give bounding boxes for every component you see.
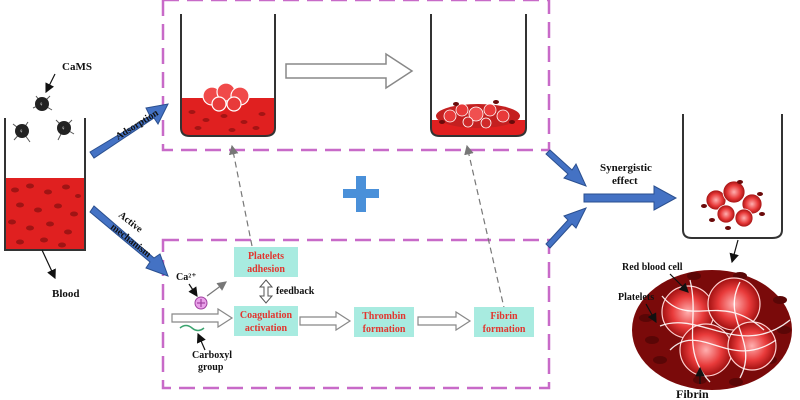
carboxyl-label-2: group bbox=[198, 362, 224, 373]
box-thrombin-formation: Thrombin formation bbox=[354, 307, 414, 337]
box-coagulation-activation: Coagulation activation bbox=[234, 306, 298, 336]
beaker-result bbox=[682, 114, 783, 239]
svg-text:♀: ♀ bbox=[19, 129, 24, 135]
cams-pointer bbox=[45, 73, 56, 94]
red-blood-cell-label: Red blood cell bbox=[622, 262, 683, 273]
platelets-label: Platelets bbox=[618, 292, 654, 303]
svg-text:♀: ♀ bbox=[61, 126, 66, 132]
svg-text:♀: ♀ bbox=[39, 102, 44, 108]
beaker-adsorption bbox=[180, 14, 276, 137]
merge-arrow-top bbox=[545, 149, 587, 187]
ca-pointer bbox=[188, 283, 198, 297]
svg-text:Thrombin: Thrombin bbox=[362, 311, 406, 322]
box-platelets-adhesion: Platelets adhesion bbox=[234, 247, 298, 277]
blood-beaker bbox=[4, 118, 86, 251]
merge-arrow-bottom bbox=[545, 207, 588, 249]
plus-icon bbox=[343, 176, 379, 212]
feedback-label: feedback bbox=[276, 286, 315, 297]
svg-text:Coagulation: Coagulation bbox=[240, 310, 293, 321]
carboxyl-icon bbox=[179, 324, 205, 332]
carboxyl-label-1: Carboxyl bbox=[192, 350, 232, 361]
ca-to-adhesion-arrow bbox=[206, 281, 227, 297]
beaker-clot bbox=[430, 14, 527, 137]
svg-text:adhesion: adhesion bbox=[247, 264, 285, 275]
arrow-to-fibrin bbox=[417, 310, 472, 332]
platelets-pointer bbox=[645, 303, 657, 324]
svg-text:Fibrin: Fibrin bbox=[490, 311, 518, 322]
active-arrow bbox=[89, 205, 169, 277]
active-mechanism-frame bbox=[161, 238, 551, 390]
ca-ion-icon bbox=[194, 296, 208, 310]
adsorption-arrow bbox=[89, 103, 169, 159]
fibrin-label: Fibrin bbox=[676, 387, 709, 400]
blood-pointer bbox=[41, 249, 56, 280]
cams-particles: ♀ ♀ ♀ bbox=[12, 95, 75, 143]
ca-ion-label: Ca²⁺ bbox=[176, 272, 197, 283]
synergistic-label-1: Synergistic bbox=[600, 162, 652, 174]
carboxyl-pointer bbox=[196, 332, 206, 351]
box-fibrin-formation: Fibrin formation bbox=[474, 307, 534, 337]
arrow-to-coagulation bbox=[171, 307, 234, 329]
svg-text:Platelets: Platelets bbox=[248, 251, 284, 262]
svg-text:formation: formation bbox=[363, 324, 406, 335]
rbc-pointer bbox=[669, 273, 689, 293]
transition-arrow bbox=[285, 52, 414, 90]
adsorption-frame bbox=[161, 0, 551, 152]
arrow-to-thrombin bbox=[299, 310, 352, 332]
synergistic-arrow bbox=[583, 185, 678, 211]
zoom-pointer bbox=[729, 239, 739, 264]
svg-text:formation: formation bbox=[483, 324, 526, 335]
fibrin-link bbox=[464, 144, 506, 313]
adhesion-link bbox=[228, 144, 253, 247]
blood-label: Blood bbox=[52, 288, 80, 300]
synergistic-label-2: effect bbox=[612, 175, 638, 187]
cams-label: CaMS bbox=[62, 61, 92, 73]
feedback-arrow bbox=[258, 279, 274, 304]
svg-text:activation: activation bbox=[245, 323, 288, 334]
clot-zoom bbox=[632, 270, 792, 390]
adsorption-label: Adsorption bbox=[114, 107, 161, 142]
